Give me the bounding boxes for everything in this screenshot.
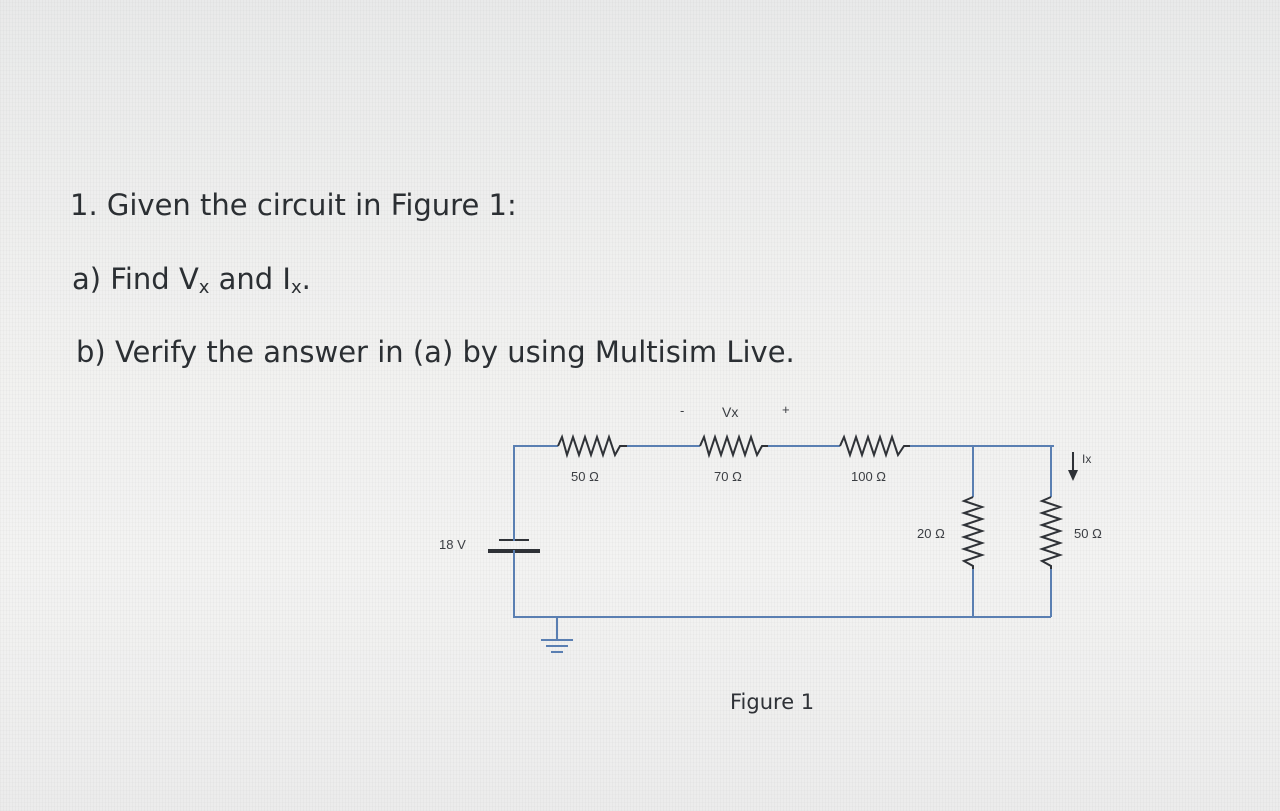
question-title: 1. Given the circuit in Figure 1: [70,188,517,222]
resistor-r3-label: 100 Ω [851,469,886,484]
bottom-wire [513,566,1051,618]
resistor-r5-symbol [1038,496,1064,569]
ix-label: Ix [1082,452,1091,466]
part-a-middle: and I [209,262,291,296]
part-a-suffix: . [301,262,311,296]
resistor-r1-label: 50 Ω [571,469,599,484]
left-top-wire [513,445,558,530]
figure-caption: Figure 1 [730,690,815,714]
resistor-r4-label: 20 Ω [917,526,945,541]
question-part-a: a) Find Vx and Ix. [72,262,311,298]
vx-label: Vx [722,404,738,420]
ground-symbol [541,617,573,653]
ix-arrow [1068,452,1078,481]
circuit-wires [513,445,1054,618]
vx-plus-sign: + [782,402,790,417]
vx-minus-sign: - [680,403,684,418]
resistor-r4-symbol [960,496,986,569]
resistor-r2-symbol [699,433,768,459]
part-a-prefix: a) Find V [72,262,199,296]
battery-symbol [488,529,540,567]
resistor-r1-symbol [557,433,627,459]
resistor-r3-symbol [839,433,910,459]
resistor-r2-label: 70 Ω [714,469,742,484]
resistor-r5-label: 50 Ω [1074,526,1102,541]
question-part-b: b) Verify the answer in (a) by using Mul… [76,335,795,369]
ix-subscript: x [291,277,302,298]
source-voltage-label: 18 V [439,537,466,552]
vx-subscript: x [198,277,210,298]
